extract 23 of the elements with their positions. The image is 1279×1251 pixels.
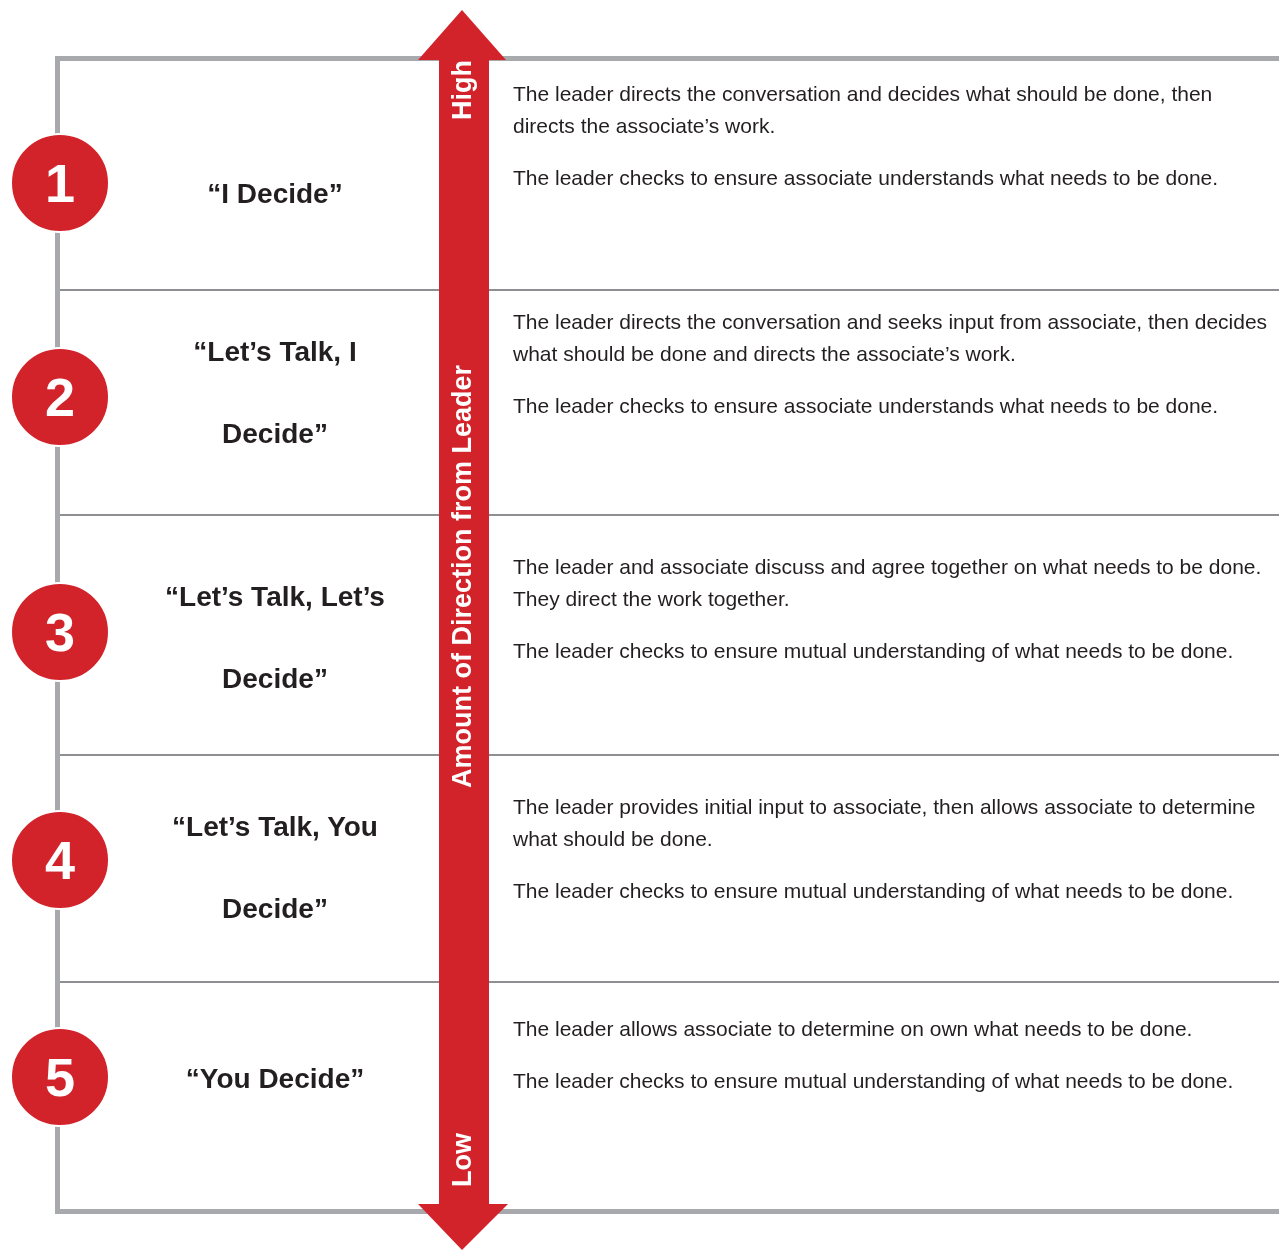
axis-title: Amount of Direction from Leader: [447, 365, 478, 789]
number-circle: 1: [10, 133, 110, 233]
number-circle: 4: [10, 810, 110, 910]
description-text: The leader checks to ensure mutual understanding of what needs to be done.: [513, 1068, 1235, 1094]
description-text: The leader and associate discuss and agree together on what needs to be done. They direct the work together.: [513, 554, 1263, 612]
description-text: The leader provides initial input to associate, then allows associate to determine what should be done.: [513, 794, 1257, 852]
description-text: The leader allows associate to determine on own what needs to be done.: [513, 1016, 1194, 1042]
number-circle: 5: [10, 1027, 110, 1127]
style-title: “You Decide”: [184, 1062, 366, 1096]
style-title: “I Decide”: [206, 177, 344, 211]
axis-low-label: Low: [447, 1133, 478, 1187]
number-circle: 3: [10, 582, 110, 682]
style-title: “Let’s Talk, I Decide”: [192, 335, 358, 451]
description-text: The leader checks to ensure mutual understanding of what needs to be done.: [513, 878, 1235, 904]
style-title: “Let’s Talk, You Decide”: [171, 810, 379, 926]
description-text: The leader directs the conversation and seeks input from associate, then decides what should be done and directs the associate’s work.: [513, 309, 1269, 367]
description-text: The leader directs the conversation and decides what should be done, then directs the associate’s work.: [513, 81, 1214, 139]
description-text: The leader checks to ensure associate understands what needs to be done.: [513, 165, 1220, 191]
axis-high-label: High: [447, 60, 478, 120]
style-title: “Let’s Talk, Let’s Decide”: [164, 580, 386, 696]
description-text: The leader checks to ensure associate understands what needs to be done.: [513, 393, 1220, 419]
description-text: The leader checks to ensure mutual understanding of what needs to be done.: [513, 638, 1235, 664]
number-circle: 2: [10, 347, 110, 447]
